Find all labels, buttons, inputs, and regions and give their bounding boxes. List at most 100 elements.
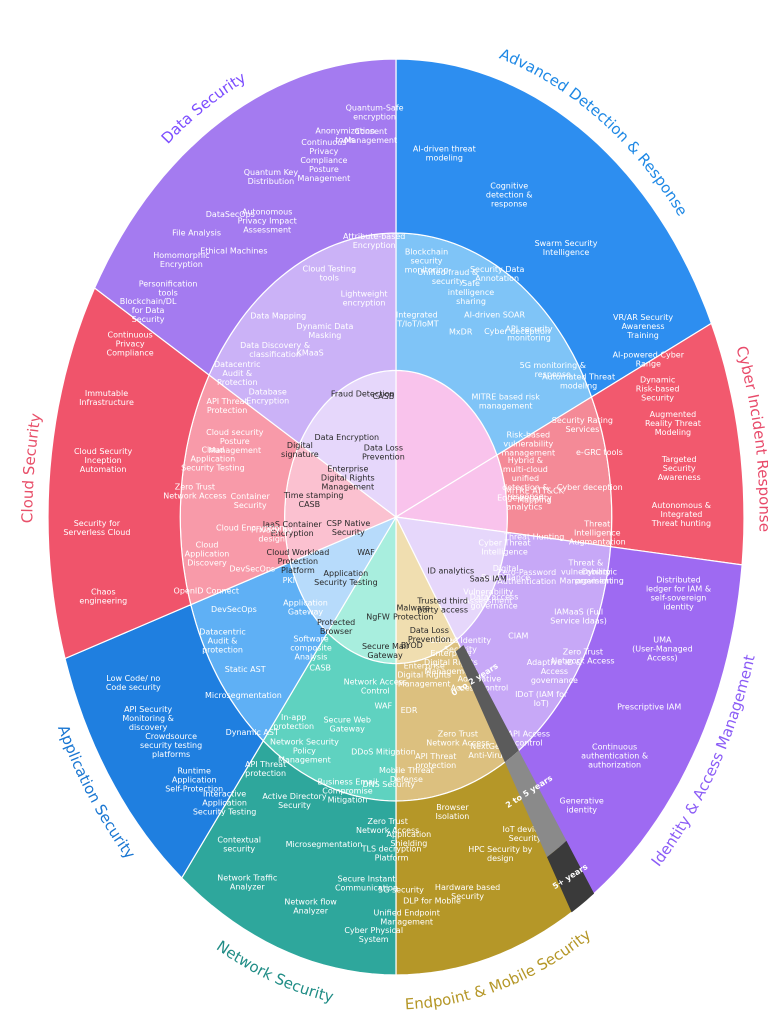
item-label: WAF (375, 702, 393, 711)
item-label: SaaS IAM (470, 575, 507, 584)
item-label: WAF (357, 548, 375, 557)
item-label: 5G monitoring &response (520, 361, 586, 379)
item-label: NgFW (366, 613, 390, 622)
item-label: BYOD (401, 641, 423, 650)
item-label: Data Discovery &classification (240, 341, 310, 359)
item-label: File Analysis (172, 229, 221, 238)
item-label: Dynamic AST (226, 728, 279, 737)
item-label: Microsegmentation (286, 840, 363, 849)
item-label: Threat Hunting (503, 532, 564, 541)
item-label: DataSecOps (206, 210, 255, 219)
item-label: ID analytics (427, 566, 474, 575)
item-label: e-GRC tools (576, 448, 623, 457)
item-label: Fraud Detection (331, 390, 395, 399)
band-segment-2 (504, 750, 567, 858)
item-label: Cloud Encryption (216, 523, 284, 532)
item-label: CIAM (508, 631, 528, 640)
item-label: CASB (309, 664, 331, 673)
item-label: AI-driven SOAR (464, 310, 525, 319)
item-label: KMaaS (297, 349, 324, 358)
item-label: DevSecOps (211, 605, 257, 614)
item-label: PKI (283, 576, 295, 585)
item-label: Data Mapping (250, 312, 306, 321)
item-label: Unified fraud &security (417, 268, 478, 286)
item-label: 5G security (378, 886, 424, 895)
item-label: Microsegmentation (205, 691, 282, 700)
item-label: Static AST (225, 665, 266, 674)
item-label: Cyber deception (557, 483, 623, 492)
item-label: EDR (401, 706, 418, 715)
category-title-cs: Cloud Security (18, 412, 45, 523)
